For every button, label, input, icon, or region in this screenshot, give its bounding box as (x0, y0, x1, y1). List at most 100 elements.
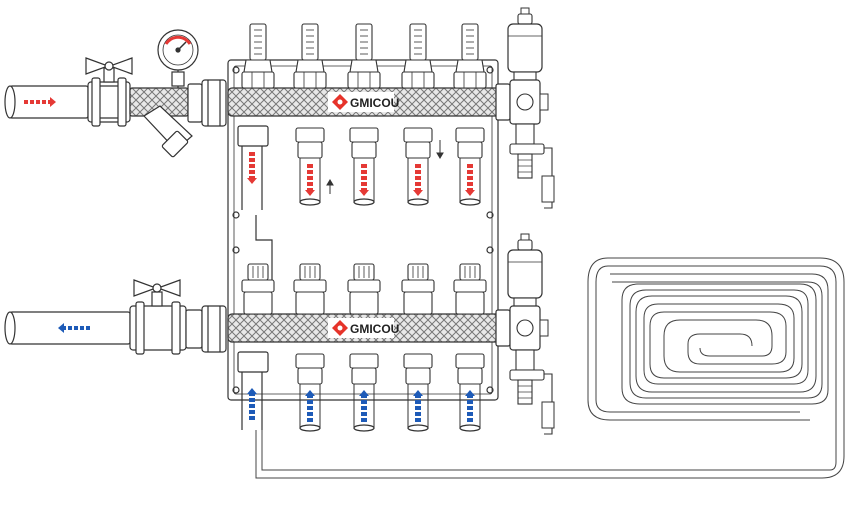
arrow-dash (361, 400, 367, 404)
supply-brand-logo: GMICOU (328, 92, 399, 112)
flow-meter-icon (347, 23, 381, 89)
arrow-dash (361, 170, 367, 174)
outlet-connector (349, 353, 379, 432)
meter-nut (293, 71, 327, 89)
arrow-head (247, 388, 257, 394)
return-ball-valve (129, 279, 187, 355)
flow-meter-icon (241, 23, 275, 89)
cap-body (453, 279, 487, 293)
arrow-dash (361, 164, 367, 168)
arrow-dash (467, 170, 473, 174)
arrow-dash (249, 152, 255, 156)
flow-markers (326, 140, 444, 194)
supply-inlet-pipe (4, 85, 89, 119)
arrow-head (247, 178, 257, 184)
meter-nut (241, 71, 275, 89)
meter-collar (349, 59, 379, 73)
pipe-end (353, 198, 375, 206)
loop-feed-pipe (237, 125, 269, 430)
return-inlet-pipe (4, 311, 131, 345)
outlet-nut (403, 127, 433, 143)
return-valve-cap (347, 263, 381, 315)
arrow-dash (467, 406, 473, 410)
air-vent-icon (507, 7, 543, 89)
outlet-nut (403, 353, 433, 369)
meter-nut (401, 71, 435, 89)
arrow-dash (249, 158, 255, 162)
return-brand-logo: GMICOU (328, 318, 399, 338)
arrow-dash (467, 176, 473, 180)
arrow-dash (307, 164, 313, 168)
flow-meter-icon (453, 23, 487, 89)
flow-meter-icon (401, 23, 435, 89)
supply-arrow-icon (24, 97, 56, 107)
arrow-head (50, 97, 56, 107)
outlet-connector (455, 127, 485, 206)
logo-dot (337, 99, 343, 105)
cap-nut (295, 291, 325, 315)
pipe-end (299, 424, 321, 432)
pipe-end (299, 198, 321, 206)
arrow-dash (467, 412, 473, 416)
arrow-dash (361, 406, 367, 410)
cap-nut (349, 291, 379, 315)
arrow-dash (415, 164, 421, 168)
return-outlets (295, 353, 485, 432)
arrow-dash (86, 326, 90, 330)
pipe-end (459, 424, 481, 432)
meter-collar (455, 59, 485, 73)
meter-collar (243, 59, 273, 73)
logo-icon (332, 320, 348, 336)
arrow-head (413, 390, 423, 396)
outlet-body (457, 141, 483, 159)
return-valve-cap (241, 263, 275, 315)
cap-body (401, 279, 435, 293)
arrow-dash (68, 326, 72, 330)
return-valve-cap (293, 263, 327, 315)
arrow-dash (467, 182, 473, 186)
logo-icon (332, 94, 348, 110)
arrow-dash (467, 400, 473, 404)
arrow-head (465, 190, 475, 196)
arrow-head (413, 190, 423, 196)
end-fittings (507, 7, 555, 435)
drain-valve (509, 123, 555, 209)
outlet-nut (295, 353, 325, 369)
meter-collar (403, 59, 433, 73)
cap-body (347, 279, 381, 293)
outlet-nut (349, 353, 379, 369)
arrow-head (305, 190, 315, 196)
arrow-dash (307, 406, 313, 410)
tee-port (516, 319, 534, 337)
outlet-nut (455, 353, 485, 369)
arrow-dash (307, 400, 313, 404)
feed-pipe-arrows (247, 152, 257, 420)
air-vent-icon (507, 233, 543, 315)
outlet-body (405, 367, 431, 385)
cap-nut (243, 291, 273, 315)
outlet-connector (295, 127, 325, 206)
meter-nut (347, 71, 381, 89)
pipe-end (407, 198, 429, 206)
return-valve-caps (241, 263, 487, 315)
flow-meter-icon (293, 23, 327, 89)
brand-name-top: GMICOU (350, 96, 399, 110)
arrow-dash (415, 182, 421, 186)
arrow-dash (361, 182, 367, 186)
supply-ball-valve (85, 57, 133, 127)
return-valve-cap (453, 263, 487, 315)
arrow-dash (80, 326, 84, 330)
outlet-connector (403, 127, 433, 206)
meter-nut (453, 71, 487, 89)
arrow-dash (361, 418, 367, 422)
outlet-connector (455, 353, 485, 432)
arrow-dash (361, 176, 367, 180)
arrow-head (359, 190, 369, 196)
pressure-gauge-icon (157, 29, 199, 88)
cap-body (241, 279, 275, 293)
arrow-dash (415, 170, 421, 174)
arrow-dash (361, 412, 367, 416)
arrow-dash (307, 182, 313, 186)
arrow-dash (249, 404, 255, 408)
outlet-body (297, 367, 323, 385)
